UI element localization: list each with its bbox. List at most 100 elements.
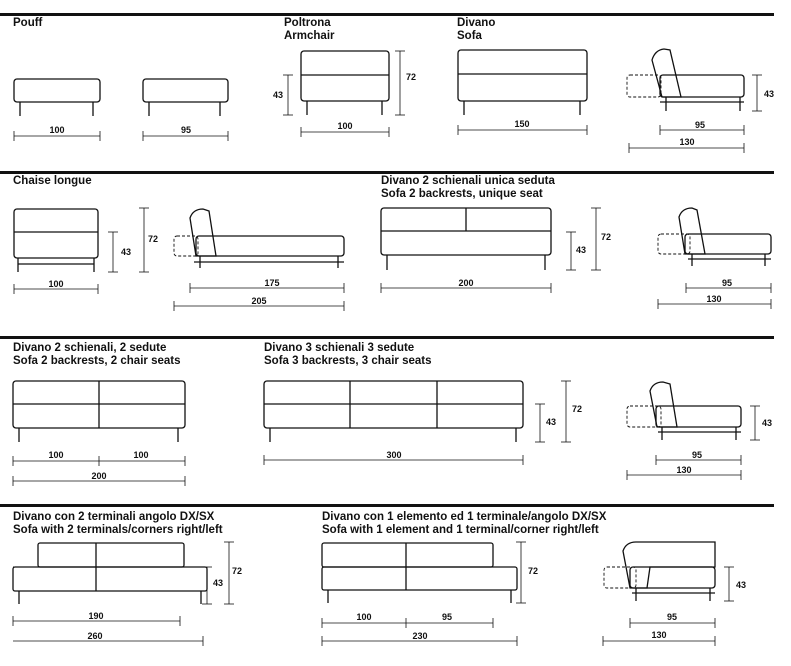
dim-pouff-100: 100 xyxy=(13,125,101,141)
dim-label: 43 xyxy=(576,245,586,255)
dim-term1-side-seat-height: 43 xyxy=(724,566,746,602)
dim-label: 95 xyxy=(667,612,677,622)
dim-label: 130 xyxy=(651,630,666,640)
sofa-2-backrests-unique-front-view xyxy=(380,207,552,270)
dim-label: 205 xyxy=(251,296,266,306)
dim-sofa2u-depth: 95 xyxy=(685,278,772,293)
dim-label: 230 xyxy=(412,631,427,641)
dim-sofa3-seat-height: 43 xyxy=(535,403,556,443)
dim-pouff-95: 95 xyxy=(142,125,229,141)
dim-label: 100 xyxy=(133,450,148,460)
title-sofa: Divano Sofa xyxy=(457,17,495,43)
title-sofa-1-terminal: Divano con 1 elemento ed 1 terminale/ang… xyxy=(322,511,606,537)
dim-label: 95 xyxy=(181,125,191,135)
dim-label: 200 xyxy=(91,471,106,481)
dim-label: 100 xyxy=(356,612,371,622)
dim-sofa3-depth: 95 xyxy=(655,450,742,465)
title-sofa-2-terminals: Divano con 2 terminali angolo DX/SX Sofa… xyxy=(13,511,223,537)
dim-sofa3-width: 300 xyxy=(263,450,524,465)
dim-label: 43 xyxy=(736,580,746,590)
sofa-2-backrests-2-seats-front-view xyxy=(12,380,186,442)
dim-armchair-seat-height: 43 xyxy=(273,74,293,116)
title-pouff: Pouff xyxy=(13,17,42,30)
dim-label: 95 xyxy=(692,450,702,460)
dim-term1-segments: 100 95 xyxy=(321,612,494,628)
title-sofa-3-backrests: Divano 3 schienali 3 sedute Sofa 3 backr… xyxy=(264,342,432,368)
title-line-en: Sofa 3 backrests, 3 chair seats xyxy=(264,355,432,367)
dim-label: 43 xyxy=(273,90,283,100)
dim-label: 72 xyxy=(232,566,242,576)
dim-chaise-open: 205 xyxy=(173,296,345,311)
dim-chaise-width: 100 xyxy=(13,279,99,294)
section-rule-3 xyxy=(0,336,774,339)
title-line-it: Poltrona xyxy=(284,17,331,29)
chaise-side-view xyxy=(173,208,345,268)
dim-label: 130 xyxy=(676,465,691,475)
dim-label: 190 xyxy=(88,611,103,621)
dim-sofa2s-total: 200 xyxy=(12,471,186,486)
section-rule-2 xyxy=(0,171,774,174)
dim-term2-inner: 190 xyxy=(12,611,181,626)
title-line: Pouff xyxy=(13,17,43,29)
title-line-en: Sofa xyxy=(457,30,482,42)
dim-term2-seat-height: 43 xyxy=(202,566,223,605)
dim-chaise-total-height: 72 xyxy=(139,207,158,273)
dim-label: 130 xyxy=(706,294,721,304)
section-rule-1 xyxy=(0,13,774,16)
sofa-1-terminal-side-view xyxy=(603,541,716,601)
dim-label: 72 xyxy=(148,234,158,244)
dim-sofa2u-seat-height: 43 xyxy=(566,231,586,271)
dim-chaise-length: 175 xyxy=(189,278,345,293)
dim-term1-open: 130 xyxy=(602,630,716,646)
title-line-it: Divano con 1 elemento ed 1 terminale/ang… xyxy=(322,511,607,523)
dim-label: 150 xyxy=(514,119,529,129)
dim-label: 43 xyxy=(764,89,774,99)
title-line-en: Sofa 2 backrests, unique seat xyxy=(381,188,543,200)
dim-term2-total-height: 72 xyxy=(224,541,242,605)
dim-label: 300 xyxy=(386,450,401,460)
chaise-front-view xyxy=(13,208,99,272)
dim-label: 43 xyxy=(121,247,131,257)
dim-armchair-total-height: 72 xyxy=(395,50,416,116)
dim-sofa-width: 150 xyxy=(457,119,588,135)
section-rule-4 xyxy=(0,504,774,507)
dim-label: 72 xyxy=(528,566,538,576)
dim-label: 175 xyxy=(264,278,279,288)
title-line: Chaise longue xyxy=(13,175,92,187)
dim-label: 95 xyxy=(442,612,452,622)
sofa-3-backrests-front-view xyxy=(263,380,524,442)
title-line-it: Divano con 2 terminali angolo DX/SX xyxy=(13,511,215,523)
dim-label: 100 xyxy=(48,450,63,460)
dim-label: 130 xyxy=(679,137,694,147)
dim-chaise-seat-height: 43 xyxy=(108,231,131,273)
dim-term1-depth: 95 xyxy=(629,612,716,628)
dim-sofa3-total-height: 72 xyxy=(561,380,582,443)
dim-label: 72 xyxy=(601,232,611,242)
pouff-95-side-view xyxy=(142,78,229,116)
sofa-2-backrests-unique-side-view xyxy=(657,207,772,266)
dim-term1-total: 230 xyxy=(321,631,518,646)
dim-label: 72 xyxy=(406,72,416,82)
title-armchair: Poltrona Armchair xyxy=(284,17,335,43)
dim-label: 43 xyxy=(213,578,223,588)
title-line-en: Sofa with 1 element and 1 terminal/corne… xyxy=(322,524,599,536)
dim-label: 95 xyxy=(722,278,732,288)
dim-label: 200 xyxy=(458,278,473,288)
dim-label: 43 xyxy=(546,417,556,427)
dim-label: 43 xyxy=(762,418,772,428)
dim-sofa-side-open: 130 xyxy=(628,137,745,153)
dim-armchair-width: 100 xyxy=(300,121,390,137)
title-line-en: Sofa with 2 terminals/corners right/left xyxy=(13,524,223,536)
title-sofa-2-backrests-unique: Divano 2 schienali unica seduta Sofa 2 b… xyxy=(381,175,555,201)
sofa-side-view xyxy=(626,48,745,111)
dim-sofa2u-width: 200 xyxy=(380,278,552,293)
title-line-en: Armchair xyxy=(284,30,335,42)
title-line-it: Divano xyxy=(457,17,496,29)
title-line-it: Divano 3 schienali 3 sedute xyxy=(264,342,415,354)
armchair-front-view xyxy=(300,50,390,115)
sofa-2-terminals-front-view xyxy=(12,542,208,604)
title-line-it: Divano 2 schienali, 2 sedute xyxy=(13,342,167,354)
dim-sofa3-side-seat-height: 43 xyxy=(750,405,772,441)
dim-sofa-side-depth: 95 xyxy=(659,120,745,135)
